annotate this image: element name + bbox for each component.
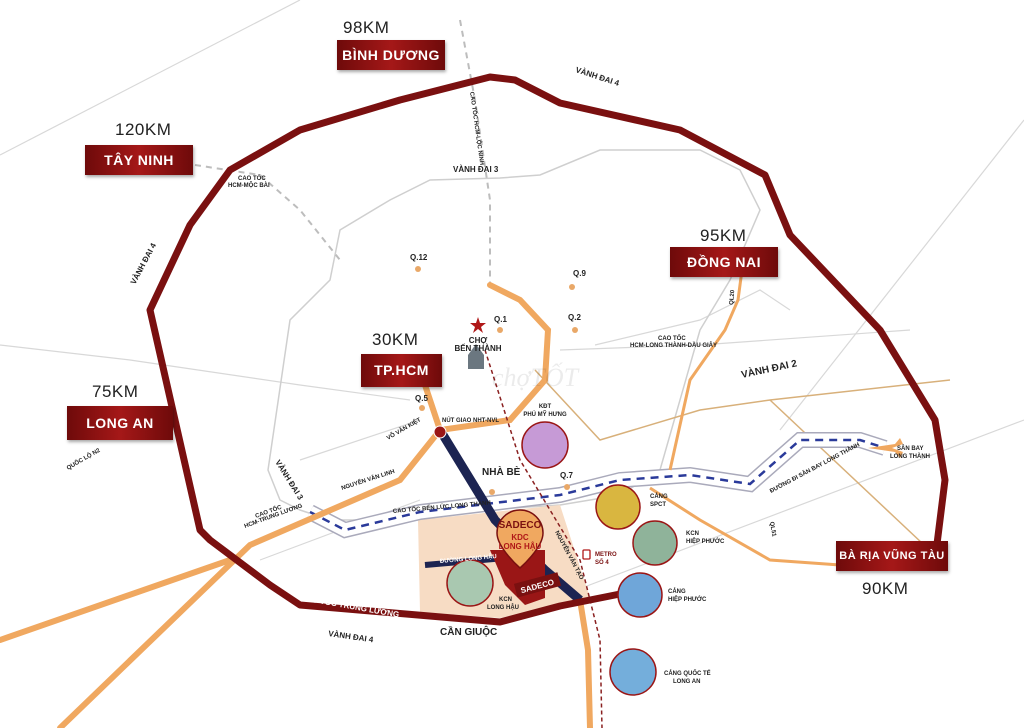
province-tphcm: TP.HCM [361,354,442,387]
label-vd2: VÀNH ĐAI 2 [740,356,799,381]
ring-road-3 [267,149,761,521]
watermark: chợTỐT [492,363,580,392]
label-kcnhp-1: KCN [686,531,699,537]
label-chp-1: CẢNG [668,588,686,595]
label-q9: Q.9 [573,269,586,278]
label-q1: Q.1 [494,315,507,324]
cang-quoc-te-photo [609,648,657,696]
kcn-hiep-phuoc-photo [632,520,678,566]
label-ltdg-1: CAO TỐC [658,335,686,342]
project-brand: SADECO [499,520,542,531]
label-cho-2: BẾN THÀNH [454,343,501,353]
metro-icon [582,549,591,560]
kcn-long-hau-photo [446,559,494,607]
label-nut-giao: NÚT GIAO NHT-NVL [442,417,499,424]
label-ql51: QL51 [768,521,777,537]
label-nha-be: NHÀ BÈ [482,465,521,478]
label-airport-2: LONG THÀNH [890,453,930,460]
building-roof [468,344,484,355]
nut-giao-marker [433,425,447,439]
label-ql1: QUỐC LỘ N2 [65,446,102,472]
province-dong-nai: ĐỒNG NAI [670,247,778,277]
project-line1: KDC [511,533,529,542]
ring-road-4 [146,73,949,626]
label-q12: Q.12 [410,253,428,262]
label-vo-van-kiet: VÕ VĂN KIỆT [385,415,422,441]
label-cqt-2: LONG AN [673,679,700,685]
airplane-icon [868,438,903,458]
label-kcnlh-2: LONG HẬU [487,604,519,611]
km-dong-nai: 95KM [700,226,747,245]
label-moc-bai-2: HCM-MỘC BÀI [228,181,270,189]
km-tay-ninh: 120KM [115,120,172,139]
label-vd4-bottom: VÀNH ĐAI 4 [328,629,375,644]
cho-ben-thanh-star-icon [470,317,486,333]
km-ba-ria-vung-tau: 90KM [862,579,909,598]
photo-circles [446,421,678,696]
label-ql20: QL20 [729,289,736,305]
label-metro-2: SỐ 4 [595,559,609,566]
province-long-an: LONG AN [67,406,173,440]
ben-luc-long-thanh-expressway [306,432,888,539]
label-can-giuoc: CẦN GIUỘC [440,625,497,638]
label-vd4-left: VÀNH ĐAI 4 [129,241,158,286]
planned-expressways [194,19,491,285]
minor-roads [0,0,1024,601]
label-spct-2: SPCT [650,502,666,508]
cho-ben-thanh-building-icon [468,355,484,369]
phu-my-hung-photo [521,421,569,469]
province-binh-duong: BÌNH DƯƠNG [337,40,445,70]
label-cho-1: CHỢ [469,336,488,345]
province-ba-ria-vung-tau: BÀ RỊA VŨNG TÀU [836,541,948,571]
location-pin [496,509,544,569]
label-cqt-1: CẢNG QUỐC TẾ [664,670,711,677]
province-tay-ninh: TÂY NINH [85,145,193,175]
label-airport-1: SÂN BAY [897,445,923,452]
project-line2: LONG HẬU [499,542,542,551]
label-moc-bai-1: CAO TỐC [238,175,266,182]
label-kcnhp-2: HIỆP PHƯỚC [686,537,725,545]
label-kdt-2: PHÚ MỸ HƯNG [523,411,567,418]
label-vd3-top: VÀNH ĐAI 3 [453,165,499,174]
label-metro-1: METRO [595,552,617,558]
metro-line-4 [484,349,603,728]
secondary-roads [534,369,951,561]
label-ltdg-2: HCM-LONG THÀNH-DẦU GIÂY [630,342,717,349]
national-roads [649,269,841,567]
km-binh-duong: 98KM [343,18,390,37]
label-q5: Q.5 [415,394,428,403]
label-q2: Q.2 [568,313,581,322]
district-dots [415,266,578,495]
cang-hiep-phuoc-photo [617,572,663,618]
km-long-an: 75KM [92,382,139,401]
label-kdt-1: KĐT [539,404,552,410]
label-q7: Q.7 [560,471,573,480]
sadeco-sign [513,572,562,598]
km-tphcm: 30KM [372,330,419,349]
label-spct-1: CẢNG [650,493,668,500]
label-kcnlh-1: KCN [499,597,512,603]
label-chp-2: HIỆP PHƯỚC [668,595,707,603]
label-loc-ninh: CAO TỐC HCM-LỘC NINH [468,91,486,165]
spct-photo [595,484,641,530]
label-vd4-top: VÀNH ĐAI 4 [574,65,620,88]
